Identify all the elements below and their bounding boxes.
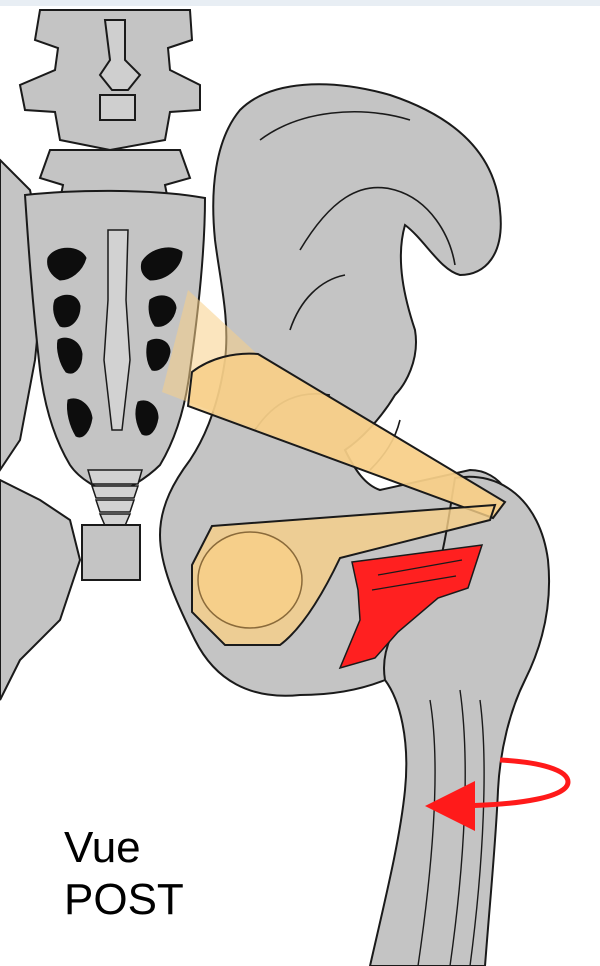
sacral-crest bbox=[104, 230, 130, 430]
pubic-symphysis bbox=[82, 525, 140, 580]
top-band bbox=[0, 0, 600, 6]
view-label-line-1: Vue bbox=[64, 822, 184, 874]
lumbar-vertebrae bbox=[20, 10, 200, 200]
left-pubic-bone bbox=[0, 480, 80, 700]
view-label: Vue POST bbox=[64, 822, 184, 926]
view-label-line-2: POST bbox=[64, 874, 184, 926]
